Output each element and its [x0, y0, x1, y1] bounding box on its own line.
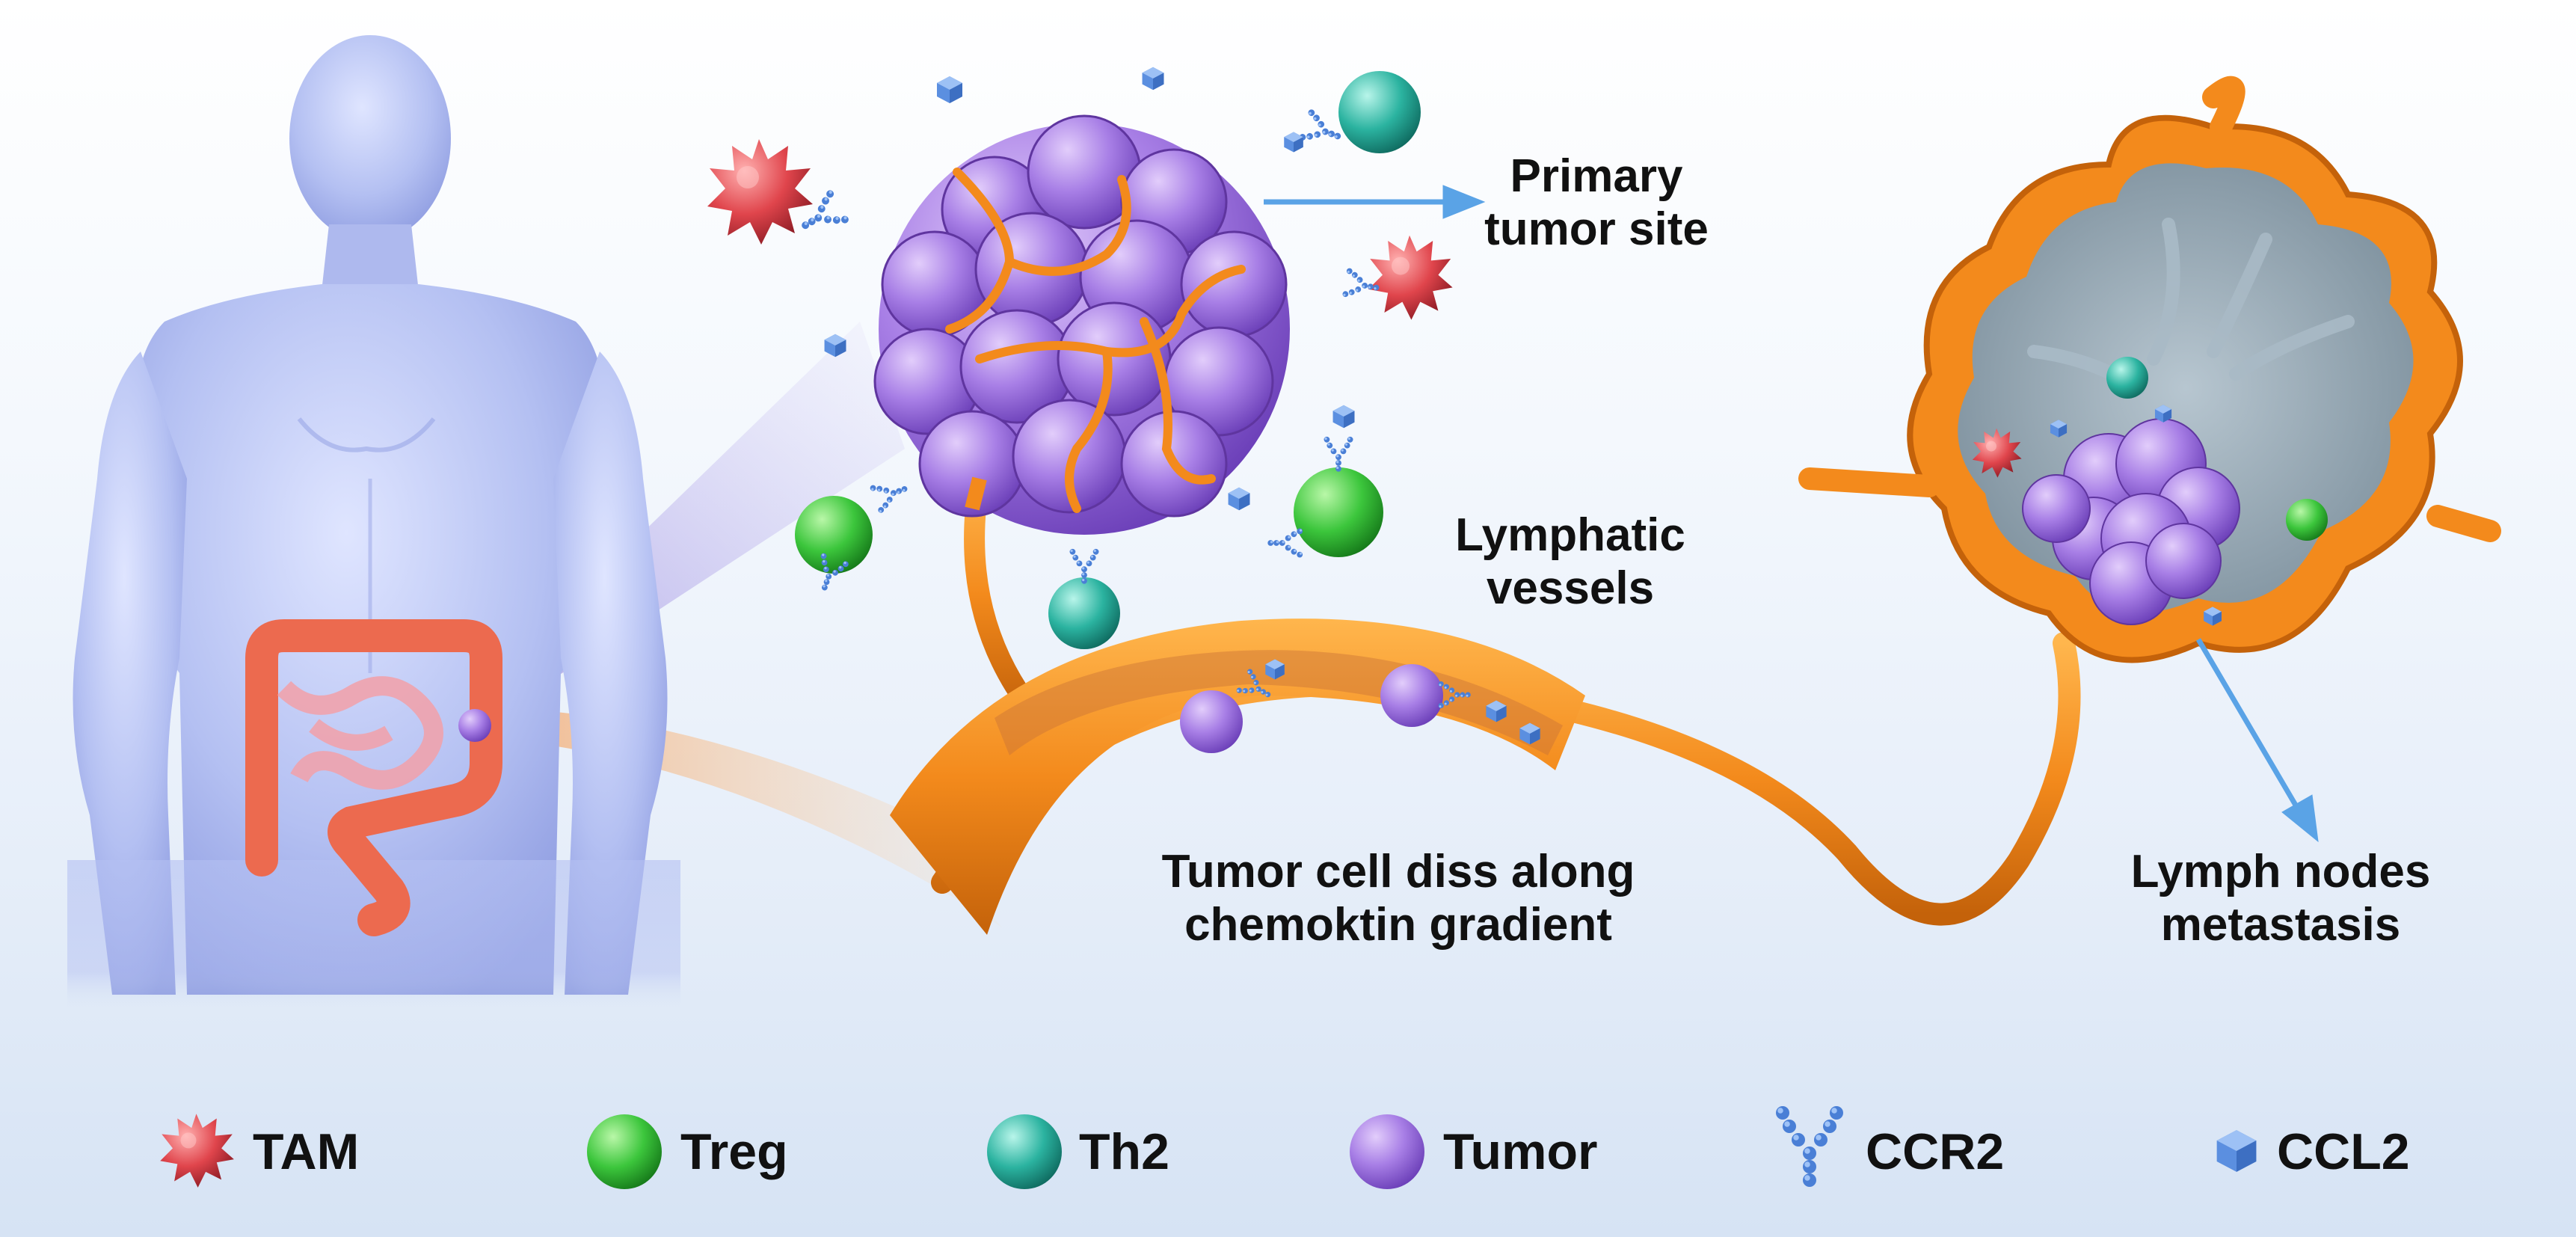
legend-label-ccl2: CCL2	[2277, 1123, 2410, 1180]
label-primary-tumor-site-line2: tumor site	[1484, 203, 1709, 256]
legend-label-th2: Th2	[1079, 1123, 1169, 1180]
legend-label-tumor: Tumor	[1443, 1123, 1598, 1180]
legend-ccr2-icon	[1776, 1106, 1843, 1187]
treg-cell-left	[795, 496, 873, 574]
label-dissemination: Tumor cell diss along chemoktin gradient	[1099, 845, 1697, 952]
label-lymphatic-vessels-line1: Lymphatic	[1455, 509, 1685, 561]
treg-cell-right	[1294, 467, 1383, 557]
th2-cell-below-tumor	[1048, 577, 1120, 649]
label-lymph-node-metastasis-line2: metastasis	[2160, 899, 2401, 951]
colon-organ	[245, 619, 502, 936]
legend-tam-icon	[160, 1114, 234, 1188]
tumor-cell-in-vessel-1	[1180, 690, 1243, 753]
label-lymph-node-metastasis: Lymph nodes metastasis	[2101, 845, 2460, 952]
label-lymph-node-metastasis-line1: Lymph nodes	[2130, 846, 2431, 897]
legend-icons	[160, 1106, 2257, 1189]
tam-cell-right	[1368, 235, 1453, 320]
legend-th2-icon	[987, 1114, 1062, 1189]
label-dissemination-line2: chemoktin gradient	[1184, 899, 1612, 951]
legend-label-ccr2: CCR2	[1866, 1123, 2005, 1180]
th2-cell-top	[1338, 71, 1421, 153]
legend-tumor-icon	[1350, 1114, 1424, 1189]
tumor-cell-in-vessel-2	[1380, 664, 1443, 727]
label-primary-tumor-site: Primary tumor site	[1454, 150, 1739, 257]
label-lymphatic-vessels: Lymphatic vessels	[1428, 509, 1712, 616]
primary-tumor-cluster	[873, 114, 1290, 535]
lymph-node	[1798, 76, 2501, 663]
label-dissemination-line1: Tumor cell diss along	[1161, 846, 1635, 897]
tam-cell-top-left	[707, 139, 813, 245]
label-primary-tumor-site-line1: Primary	[1510, 150, 1683, 202]
legend-treg-icon	[587, 1114, 662, 1189]
legend-label-tam: TAM	[253, 1123, 360, 1180]
label-lymphatic-vessels-line2: vessels	[1486, 562, 1655, 615]
arrows	[1264, 185, 2319, 843]
legend-label-treg: Treg	[680, 1123, 788, 1180]
legend-ccl2-icon	[2216, 1130, 2257, 1172]
